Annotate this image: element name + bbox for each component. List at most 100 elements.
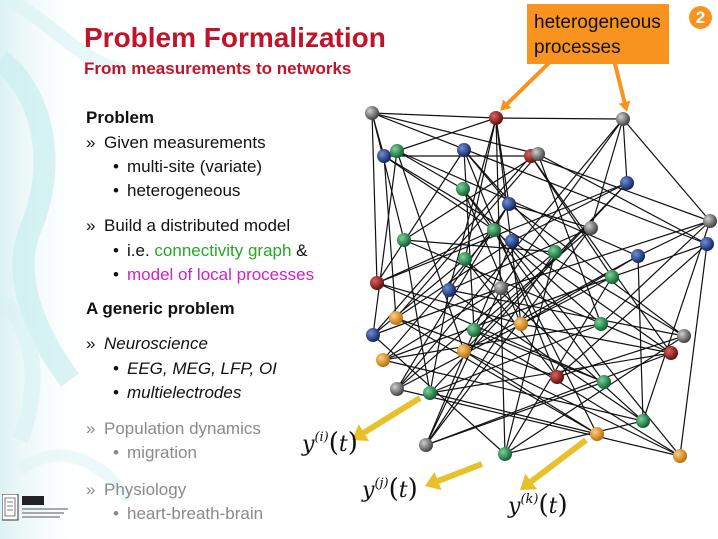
- callout-line-1: heterogeneous: [534, 12, 661, 33]
- graph-edge: [637, 255, 644, 422]
- section-header-problem: Problem: [86, 108, 155, 127]
- graph-node: [397, 233, 411, 247]
- graph-edge: [396, 150, 465, 352]
- graph-node: [442, 283, 456, 297]
- graph-edge: [429, 182, 628, 394]
- graph-node: [456, 182, 470, 196]
- graph-edge: [395, 317, 558, 378]
- graph-edge: [372, 150, 398, 336]
- graph-edge: [429, 352, 672, 394]
- graph-edge: [600, 220, 711, 325]
- graph-edge: [556, 335, 685, 378]
- signal-label-i: y(i)(t): [302, 428, 358, 458]
- graph-edge: [372, 334, 506, 455]
- graph-node: [376, 353, 390, 367]
- graph-node: [419, 438, 433, 452]
- graph-node: [389, 311, 403, 325]
- sub-bullet-heterogeneous: •heterogeneous: [113, 181, 241, 200]
- graph-edge: [371, 112, 378, 284]
- sub-bullet-eeg: •EEG, MEG, LFP, OI: [113, 359, 277, 378]
- graph-edge: [371, 112, 708, 245]
- graph-edge: [372, 155, 532, 336]
- graph-edge: [637, 220, 711, 257]
- graph-edge: [508, 203, 592, 229]
- graph-edge: [396, 150, 639, 257]
- graph-node: [457, 143, 471, 157]
- graph-node: [458, 252, 472, 266]
- graph-edge: [382, 287, 502, 361]
- graph-edge: [425, 240, 513, 446]
- graph-edge: [382, 323, 602, 361]
- signal-arrowhead: [520, 473, 538, 490]
- graph-edge: [508, 203, 685, 337]
- graph-node: [594, 317, 608, 331]
- graph-edge: [395, 317, 598, 435]
- graph-node: [664, 346, 678, 360]
- sub-bullet-multi-site: •multi-site (variate): [113, 157, 263, 176]
- graph-edge: [371, 112, 405, 241]
- graph-edge: [520, 255, 639, 325]
- graph-node: [502, 197, 516, 211]
- slide-number-badge: 2: [689, 6, 712, 29]
- graph-edge: [622, 118, 628, 184]
- graph-node: [531, 147, 545, 161]
- section-header-generic-problem: A generic problem: [86, 299, 235, 318]
- graph-edge: [473, 227, 592, 331]
- graph-node: [489, 111, 503, 125]
- graph-edge: [611, 243, 708, 278]
- graph-edge: [462, 188, 605, 383]
- graph-edge: [448, 289, 644, 422]
- graph-edge: [396, 118, 624, 390]
- graph-node: [514, 317, 528, 331]
- graph-edge: [396, 388, 681, 457]
- graph-edge: [463, 350, 681, 457]
- graph-edge: [473, 329, 605, 383]
- graph-node: [365, 106, 379, 120]
- callout-arrowhead: [618, 100, 631, 112]
- bullet-build-model: »Build a distributed model: [86, 216, 291, 235]
- graph-node: [620, 176, 634, 190]
- graph-edge: [530, 155, 672, 354]
- graph-edge: [371, 112, 539, 155]
- graph-edge: [372, 287, 502, 336]
- graph-edge: [383, 155, 685, 337]
- graph-node: [494, 281, 508, 295]
- graph-node: [550, 370, 564, 384]
- graph-node: [390, 382, 404, 396]
- graph-edge: [396, 251, 556, 390]
- graph-node: [605, 270, 619, 284]
- page-title: Problem Formalization: [84, 22, 386, 53]
- graph-node: [597, 375, 611, 389]
- graph-edge: [372, 258, 466, 336]
- sub-bullet-multielectrodes: •multielectrodes: [113, 383, 242, 402]
- callout-line-2: processes: [534, 37, 621, 58]
- signal-label-k: y(k)(t): [508, 490, 568, 520]
- graph-edge: [464, 117, 497, 260]
- graph-node: [616, 112, 630, 126]
- graph-edge: [679, 243, 708, 457]
- graph-edge: [495, 117, 624, 120]
- graph-edge: [495, 117, 522, 325]
- graph-edge: [376, 182, 628, 284]
- graph-edge: [448, 227, 592, 291]
- graph-node: [631, 249, 645, 263]
- signal-arrow: [527, 437, 588, 486]
- graph-edge: [425, 251, 556, 446]
- graph-edge: [396, 150, 464, 190]
- bullet-neuroscience: »Neuroscience: [86, 334, 208, 353]
- graph-node: [505, 234, 519, 248]
- callout-arrow: [612, 59, 628, 109]
- graph-edges: [371, 112, 711, 457]
- sub-bullet-heart-breath-brain: •heart-breath-brain: [113, 504, 264, 523]
- graph-node: [590, 427, 604, 441]
- sub-bullet-migration: •migration: [113, 443, 197, 462]
- graph-edge: [376, 282, 522, 325]
- graph-node: [487, 223, 501, 237]
- graph-edge: [429, 392, 598, 435]
- graph-node: [423, 386, 437, 400]
- graph-edge: [537, 153, 708, 245]
- graph-edge: [403, 239, 431, 394]
